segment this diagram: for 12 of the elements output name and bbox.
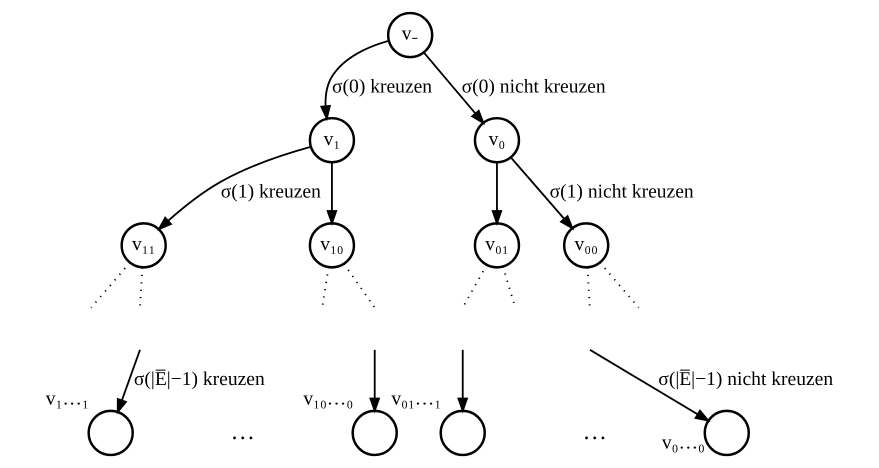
- edge-label: σ(|E̅|−1) kreuzen: [134, 368, 265, 390]
- node-label: v₀₁…₁: [391, 388, 442, 410]
- label: …: [582, 418, 607, 446]
- edge-label: σ(0) nicht kreuzen: [462, 76, 606, 98]
- edge-label: σ(|E̅|−1) nicht kreuzen: [658, 368, 834, 390]
- edge-label: σ(1) nicht kreuzen: [550, 181, 694, 202]
- edge-label: σ(1) kreuzen: [220, 181, 321, 202]
- node-label: v₀…₀: [662, 432, 705, 454]
- node-label: v₁…₁: [46, 388, 89, 410]
- edge-label: σ(0) kreuzen: [332, 76, 432, 98]
- label: …: [230, 418, 255, 446]
- node-label: v₁₀…₀: [303, 388, 354, 410]
